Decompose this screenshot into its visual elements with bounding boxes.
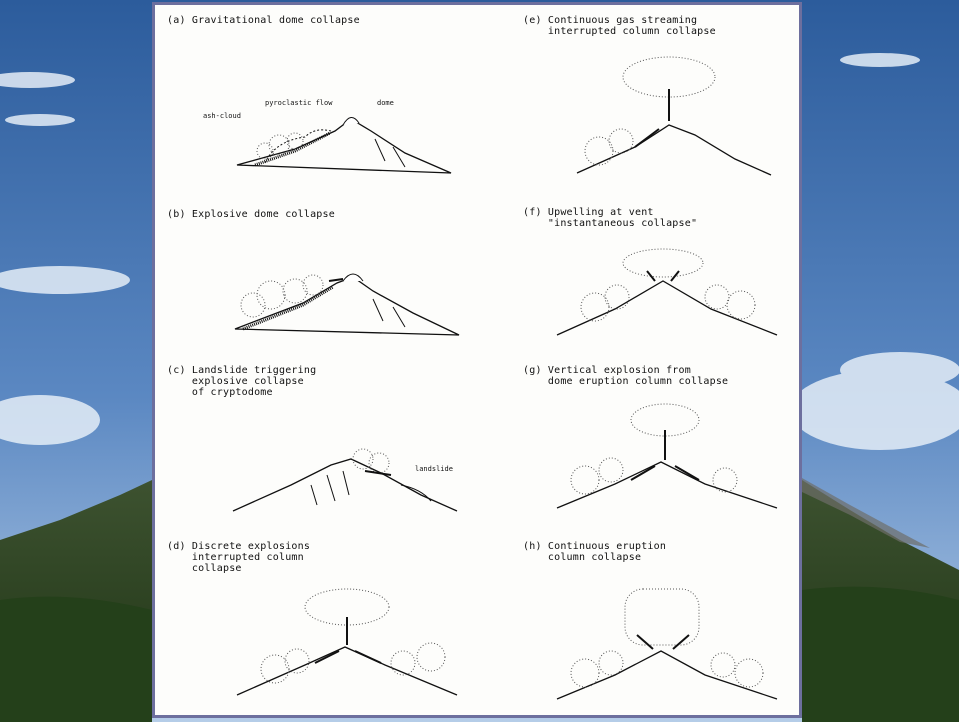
diagram-c-landslide-cryptodome [231, 445, 461, 517]
caption-c: (c) Landslide triggering explosive colla… [167, 365, 316, 398]
caption-a: (a) Gravitational dome collapse [167, 15, 360, 26]
caption-b: (b) Explosive dome collapse [167, 209, 335, 220]
diagram-e-gas-streaming [575, 55, 775, 185]
diagram-d-discrete-explosions [235, 585, 461, 705]
diagram-g-vertical-explosion [555, 400, 781, 520]
diagram-b-explosive-dome-collapse [233, 255, 463, 339]
diagram-panel: (a) Gravitational dome collapse (b) Expl… [152, 2, 802, 718]
caption-e: (e) Continuous gas streaming interrupted… [523, 15, 716, 37]
diagram-h-continuous-eruption [555, 585, 781, 709]
diagram-f-upwelling [555, 245, 781, 345]
diagram-a-dome-collapse [235, 101, 455, 179]
caption-h: (h) Continuous eruption column collapse [523, 541, 666, 563]
caption-f: (f) Upwelling at vent "instantaneous col… [523, 207, 697, 229]
caption-g: (g) Vertical explosion from dome eruptio… [523, 365, 728, 387]
caption-d: (d) Discrete explosions interrupted colu… [167, 541, 310, 574]
